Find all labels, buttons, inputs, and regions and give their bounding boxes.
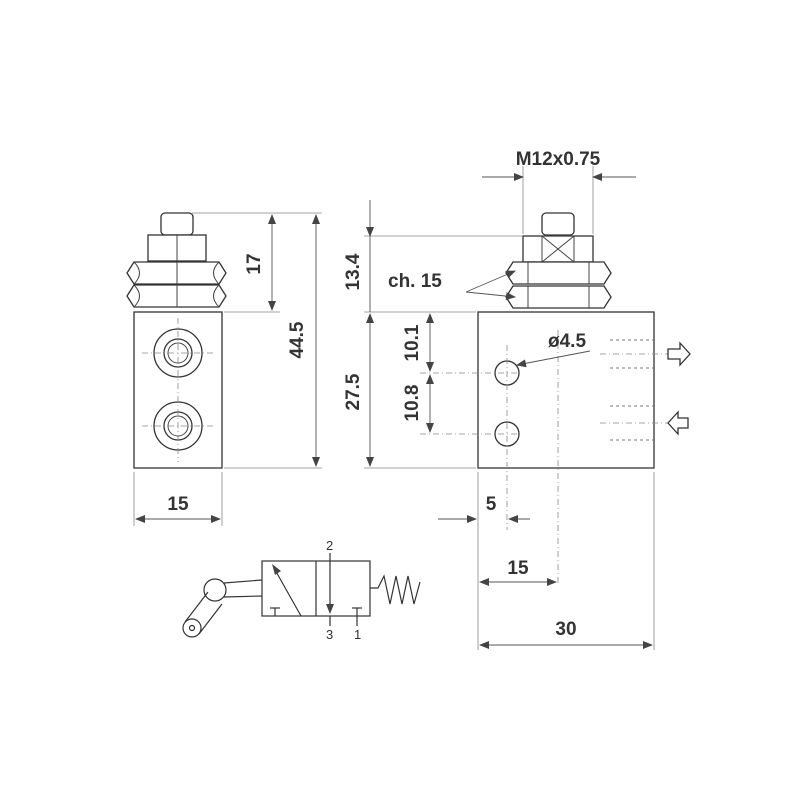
dim-right-port-spacing: 10.8 [402,385,423,422]
dim-right-body-height: 27.5 [343,373,364,410]
roller-icon [182,618,202,638]
right-nut-lower [505,285,612,309]
dim-right-port-top-offset: 10.1 [402,324,423,361]
dim-right-stem-height: 13.4 [343,253,364,290]
dim-left-stem-height: 17 [244,253,265,274]
dim-thread: M12x0.75 [516,149,601,170]
right-plunger-tip [541,212,575,236]
dim-right-center-x: 15 [507,558,529,579]
right-view: M12x0.75 13.4 27.5 10.1 10.8 ø4.5 ch. 15… [343,149,691,650]
inlet-arrow-icon [667,410,689,436]
left-plunger-tip [160,212,194,236]
dim-right-port-x: 5 [486,494,497,515]
port-1-label: 1 [354,627,361,642]
outlet-arrow-icon [667,341,691,367]
port-2-label: 2 [326,538,333,553]
spring-icon [370,574,421,605]
right-nut-upper [505,261,612,285]
dim-left-width: 15 [167,494,189,515]
dim-right-width: 30 [555,619,576,640]
dim-left-overall-height: 44.5 [287,321,308,358]
dim-wrench-size: ch. 15 [388,271,442,292]
left-view: 44.5 17 15 [126,212,322,526]
port-3-label: 3 [326,627,333,642]
valve-symbol: 2 3 1 [182,538,421,642]
dim-hole-diameter: ø4.5 [548,331,586,352]
